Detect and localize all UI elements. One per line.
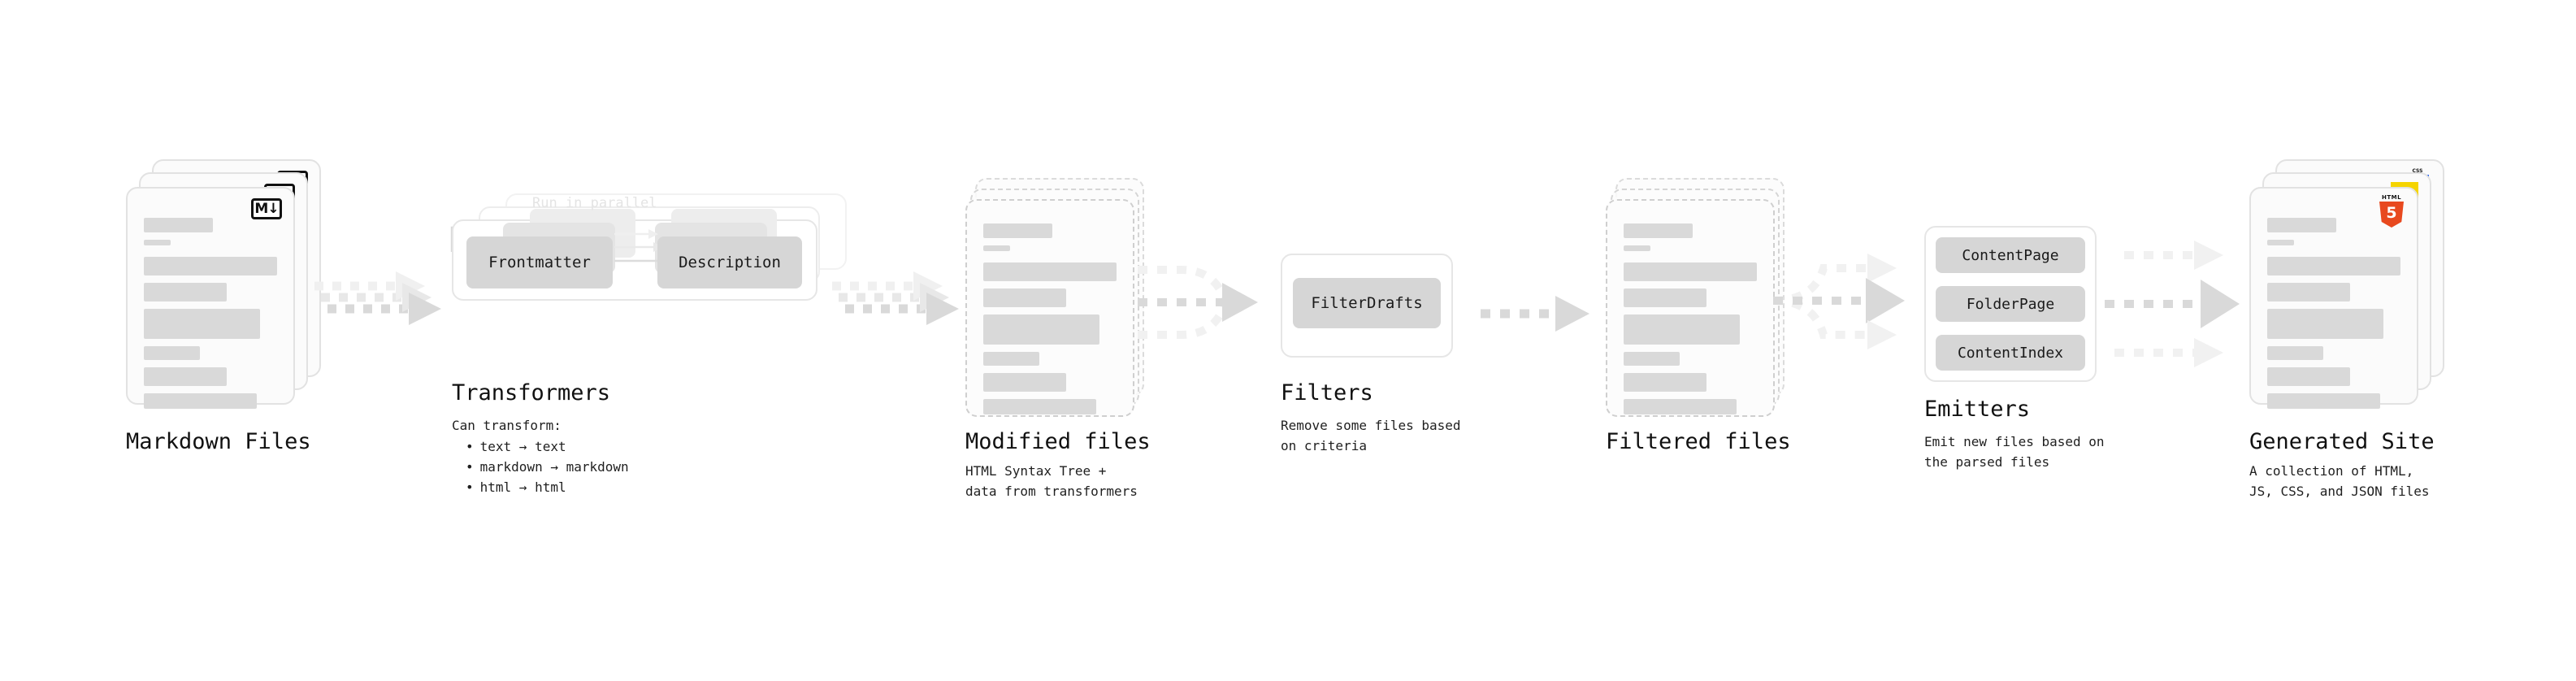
filtered-file-card-front	[1606, 199, 1775, 417]
emitters-subtitle: Emit new files based on the parsed files	[1924, 434, 2105, 470]
stage-title-transformers: Transformers	[452, 380, 611, 406]
markdown-badge-icon: M↓	[251, 198, 282, 219]
run-in-parallel-label: Run in parallel	[532, 195, 657, 211]
connector-modified-to-filters	[1134, 252, 1273, 358]
modified-files-subtitle: HTML Syntax Tree + data from transformer…	[965, 463, 1138, 499]
stage-title-filters: Filters	[1281, 380, 1373, 406]
stage-title-markdown-files: Markdown Files	[126, 429, 311, 454]
transformer-pill-description[interactable]: Description	[657, 236, 802, 288]
triple-parallel-arrow-icon	[2105, 241, 2240, 367]
generated-site-subtitle: A collection of HTML, JS, CSS, and JSON …	[2249, 463, 2430, 499]
connector-filtered-to-emitters	[1772, 244, 1918, 366]
emitter-pill-contentpage[interactable]: ContentPage	[1936, 237, 2085, 273]
emitter-pill-folderpage[interactable]: FolderPage	[1936, 286, 2085, 322]
stage-title-generated-site: Generated Site	[2249, 429, 2435, 454]
site-file-card-front: HTML 5	[2249, 187, 2418, 409]
connector-md-to-transformers	[311, 268, 449, 358]
file-content-skeleton	[2267, 218, 2400, 416]
fan-out-arrow-icon	[1772, 254, 1905, 349]
stage-title-filtered-files: Filtered files	[1606, 429, 1791, 454]
single-arrow-icon	[1481, 296, 1589, 332]
stage-title-modified-files: Modified files	[965, 429, 1151, 454]
file-content-skeleton	[1624, 223, 1757, 422]
triple-parallel-arrow-icon	[314, 271, 441, 325]
transformer-pill-frontmatter[interactable]: Frontmatter	[466, 236, 613, 288]
fan-in-arrow-icon	[1138, 266, 1258, 339]
filter-pill-filterdrafts[interactable]: FilterDrafts	[1293, 278, 1441, 328]
file-content-skeleton	[144, 218, 277, 416]
file-content-skeleton	[983, 223, 1117, 422]
connector-transformers-to-modified	[829, 268, 967, 358]
markdown-file-card-front: M↓	[126, 187, 295, 409]
transformers-bullet-item: text → text	[466, 437, 629, 458]
transformers-bullet-item: markdown → markdown	[466, 458, 629, 478]
connector-emitters-to-site	[2103, 234, 2249, 367]
transformers-bullet-list: text → text markdown → markdown html → h…	[452, 437, 629, 497]
filters-subtitle: Remove some files based on criteria	[1281, 418, 1461, 453]
modified-file-card-front	[965, 199, 1134, 417]
stage-title-emitters: Emitters	[1924, 397, 2031, 422]
emitter-pill-contentindex[interactable]: ContentIndex	[1936, 335, 2085, 371]
transformers-subtitle: Can transform:	[452, 418, 562, 433]
triple-parallel-arrow-icon	[832, 271, 959, 325]
transformers-bullet-item: html → html	[466, 478, 629, 498]
connector-filters-to-filtered	[1477, 289, 1599, 338]
html5-badge-icon: HTML 5	[2378, 195, 2405, 228]
